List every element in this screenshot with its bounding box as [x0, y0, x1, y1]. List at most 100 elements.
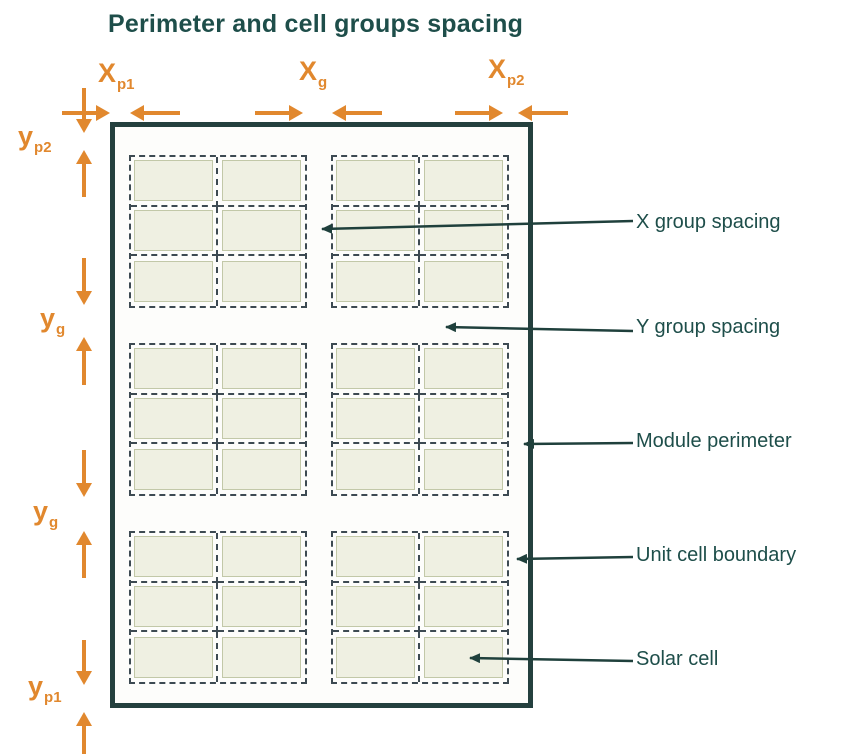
yp2-arrow-up — [76, 150, 92, 197]
solar-cell — [424, 160, 503, 202]
solar-cell — [424, 448, 503, 490]
unit-cell-boundary — [420, 632, 507, 682]
yp1-arrow-up — [76, 712, 92, 754]
unit-cell-boundary — [333, 206, 420, 257]
solar-cell — [222, 636, 301, 678]
xp2-label: Xp2 — [488, 54, 525, 89]
yp2-label: yp2 — [18, 121, 52, 156]
module-perimeter-arrow — [523, 438, 634, 449]
unit-cell-boundary — [420, 207, 507, 257]
unit-cell-boundary — [218, 583, 305, 633]
unit-cell-boundary — [218, 444, 305, 494]
yp2-arrow-down — [76, 88, 92, 133]
unit-cell-boundary — [333, 345, 420, 395]
solar-cell — [222, 448, 301, 490]
cell-group — [129, 531, 307, 684]
unit-cell-boundary — [420, 583, 507, 633]
unit-cell-boundary — [420, 345, 507, 395]
yg2-arrow-up — [76, 531, 92, 578]
solar-cell — [222, 397, 301, 439]
unit-cell-boundary — [131, 582, 218, 633]
unit-cell-boundary — [218, 157, 305, 207]
unit-cell-boundary — [131, 157, 218, 207]
xg-label: Xg — [299, 56, 328, 91]
solar-cell — [336, 536, 415, 578]
solar-cell — [134, 348, 213, 390]
solar-cell — [424, 397, 503, 439]
solar-cell — [336, 636, 415, 678]
module-perimeter — [110, 122, 533, 708]
diagram-title: Perimeter and cell groups spacing — [108, 10, 524, 38]
solar-cell — [134, 448, 213, 490]
unit-cell-boundary — [333, 444, 420, 494]
solar-cell — [222, 160, 301, 202]
xp1-arrow-left — [130, 105, 180, 121]
module-grid — [115, 127, 528, 703]
unit-cell-boundary — [218, 395, 305, 445]
xp2-arrow-left — [518, 105, 568, 121]
unit-cell-boundary — [420, 533, 507, 583]
unit-cell-boundary — [333, 157, 420, 207]
solar-cell — [336, 209, 415, 251]
xp1-label: Xp1 — [98, 58, 135, 93]
solar-cell — [424, 348, 503, 390]
solar-cell — [336, 260, 415, 302]
unit-cell-boundary — [131, 444, 218, 494]
x-group-spacing-label: X group spacing — [636, 211, 781, 233]
solar-cell — [134, 536, 213, 578]
solar-cell — [336, 397, 415, 439]
unit-cell-boundary — [131, 533, 218, 583]
unit-cell-boundary — [131, 632, 218, 682]
yg2-label: yg — [33, 496, 59, 531]
solar-cell — [134, 260, 213, 302]
module-perimeter-label: Module perimeter — [636, 430, 792, 452]
solar-cell — [134, 209, 213, 251]
unit-cell-boundary — [333, 632, 420, 682]
solar-cell-label: Solar cell — [636, 648, 719, 670]
unit-cell-boundary — [218, 632, 305, 682]
solar-cell — [222, 585, 301, 627]
cell-group — [331, 531, 509, 684]
solar-cell — [424, 536, 503, 578]
unit-cell-boundary — [420, 395, 507, 445]
cell-group — [331, 343, 509, 496]
solar-cell — [222, 209, 301, 251]
xp2-arrow-right — [455, 105, 503, 121]
unit-cell-boundary — [420, 157, 507, 207]
solar-cell — [222, 348, 301, 390]
yg1-label: yg — [40, 303, 66, 338]
y-group-spacing-label: Y group spacing — [636, 316, 781, 338]
cell-group — [331, 155, 509, 308]
unit-cell-boundary — [218, 345, 305, 395]
solar-cell — [424, 209, 503, 251]
solar-cell — [134, 160, 213, 202]
unit-cell-boundary — [131, 345, 218, 395]
xg-arrow-right — [255, 105, 303, 121]
unit-cell-boundary — [333, 533, 420, 583]
solar-cell — [336, 160, 415, 202]
unit-cell-boundary-arrow — [516, 553, 634, 564]
unit-cell-boundary — [131, 394, 218, 445]
solar-cell — [424, 260, 503, 302]
unit-cell-boundary — [333, 394, 420, 445]
solar-cell — [134, 397, 213, 439]
cell-group — [129, 343, 307, 496]
unit-cell-boundary — [333, 582, 420, 633]
unit-cell-boundary — [218, 207, 305, 257]
xg-arrow-left — [332, 105, 382, 121]
yg1-arrow-up — [76, 337, 92, 385]
solar-cell — [222, 536, 301, 578]
unit-cell-boundary-label: Unit cell boundary — [636, 544, 797, 566]
yp1-label: yp1 — [28, 671, 62, 706]
solar-cell — [134, 636, 213, 678]
solar-cell — [336, 585, 415, 627]
yg2-arrow-down — [76, 450, 92, 497]
unit-cell-boundary — [333, 256, 420, 306]
unit-cell-boundary — [131, 206, 218, 257]
cell-group — [129, 155, 307, 308]
unit-cell-boundary — [218, 533, 305, 583]
solar-cell — [336, 348, 415, 390]
solar-cell — [424, 585, 503, 627]
xp1-arrow-right — [62, 105, 110, 121]
